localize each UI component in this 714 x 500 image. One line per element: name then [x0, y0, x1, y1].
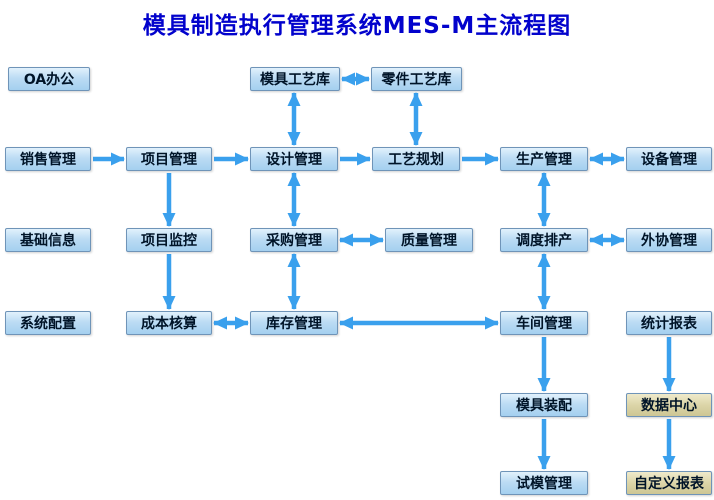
flow-node-equipment: 设备管理 [626, 147, 712, 171]
flow-node-workshop: 车间管理 [500, 311, 588, 335]
flow-node-datacenter: 数据中心 [626, 393, 712, 417]
flow-node-mold-lib: 模具工艺库 [250, 67, 340, 91]
flow-node-production: 生产管理 [500, 147, 588, 171]
page-title: 模具制造执行管理系统MES-M主流程图 [142, 13, 572, 39]
flow-node-sales: 销售管理 [5, 147, 91, 171]
flow-node-outsource: 外协管理 [626, 228, 712, 252]
flow-node-cost: 成本核算 [126, 311, 212, 335]
flow-node-report: 统计报表 [626, 311, 712, 335]
flow-node-part-lib: 零件工艺库 [371, 67, 462, 91]
flow-node-process: 工艺规划 [372, 147, 460, 171]
flow-node-oa: OA办公 [8, 67, 90, 91]
flow-node-monitor: 项目监控 [126, 228, 212, 252]
flow-node-trial: 试模管理 [500, 471, 588, 495]
flow-node-design: 设计管理 [250, 147, 338, 171]
flow-node-assembly: 模具装配 [500, 393, 588, 417]
flow-node-project: 项目管理 [126, 147, 212, 171]
flow-node-customreport: 自定义报表 [626, 471, 712, 495]
flow-node-purchase: 采购管理 [250, 228, 338, 252]
flow-node-inventory: 库存管理 [250, 311, 338, 335]
flow-node-dispatch: 调度排产 [500, 228, 588, 252]
flow-node-quality: 质量管理 [385, 228, 473, 252]
flow-node-basic: 基础信息 [5, 228, 91, 252]
flow-node-sysconfig: 系统配置 [5, 311, 91, 335]
